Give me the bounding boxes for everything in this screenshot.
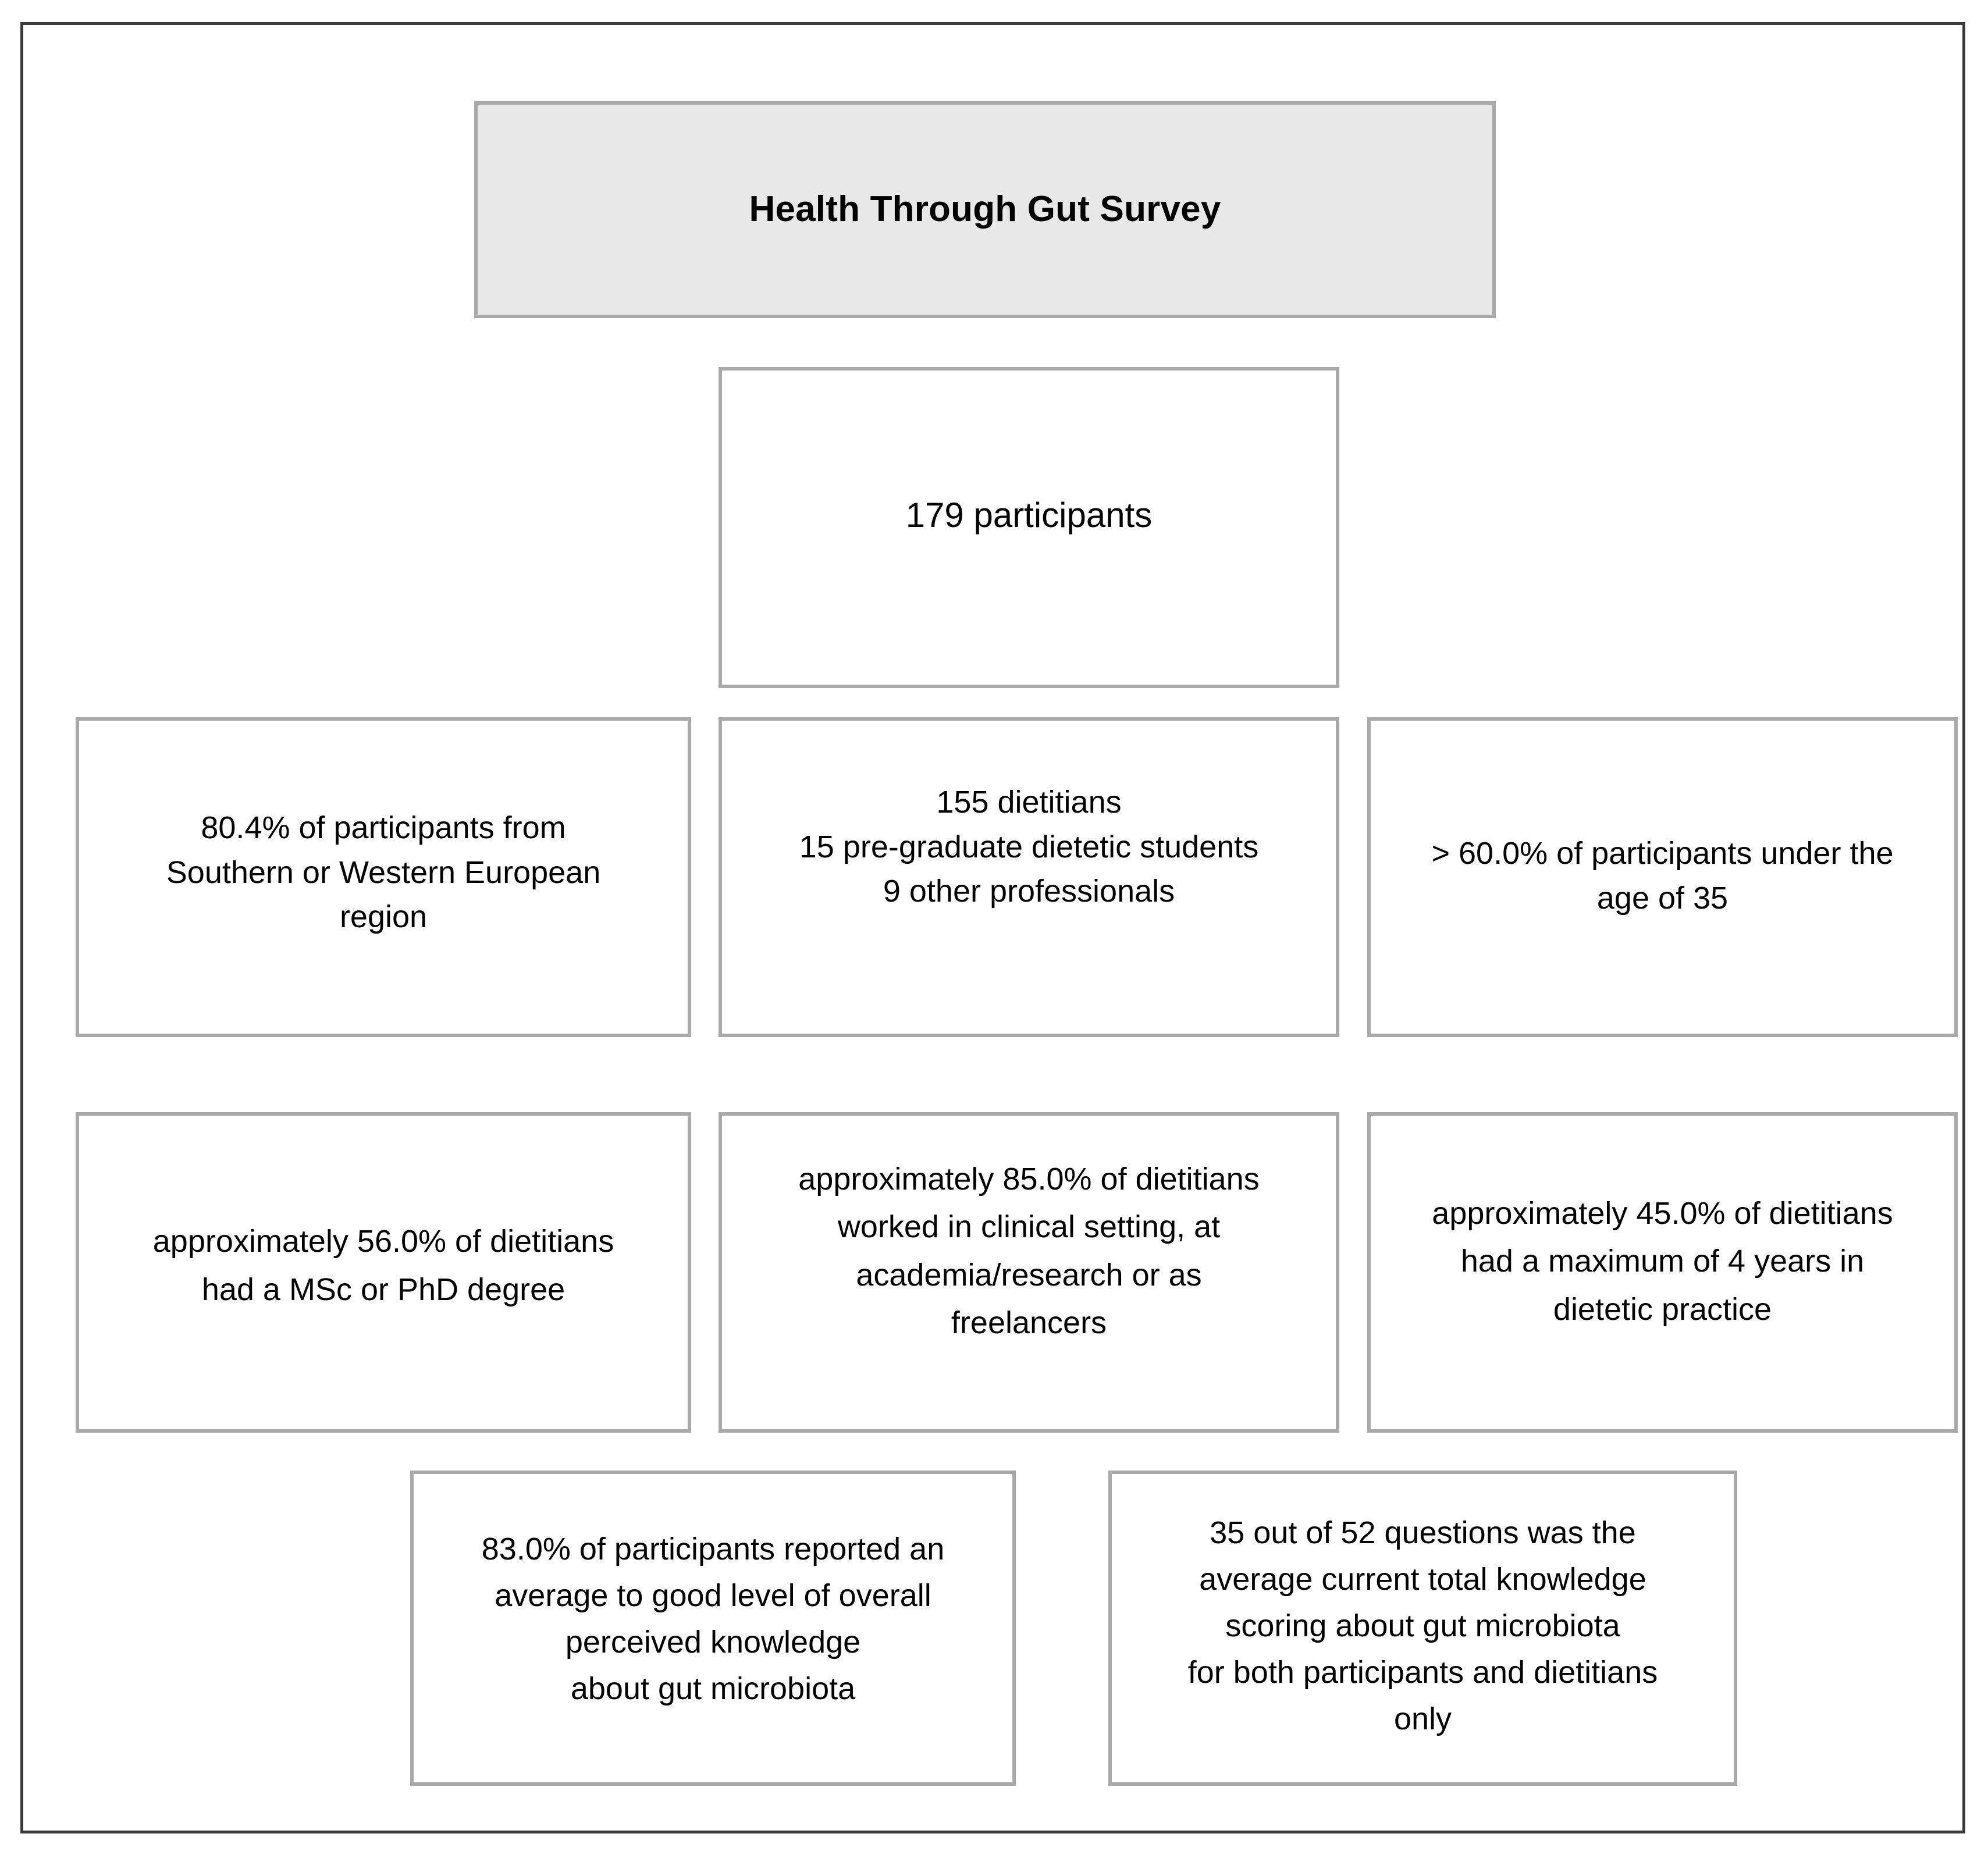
setting-line-3: academia/research or as (856, 1257, 1202, 1293)
age-line-2: age of 35 (1596, 881, 1729, 916)
degree-line-1: approximately 56.0% of dietitians (152, 1224, 614, 1259)
participant-age-text: > 60.0% of participants under the age of… (1371, 831, 1954, 923)
knowledge-score-box: 35 out of 52 questions was the average c… (1108, 1471, 1737, 1786)
perceived-line-4: about gut microbiota (570, 1671, 856, 1706)
perceived-line-2: average to good level of overall (495, 1578, 931, 1614)
participant-roles-text: 155 dietitians 15 pre-graduate dietetic … (722, 780, 1336, 974)
knowledge-score-text: 35 out of 52 questions was the average c… (1112, 1510, 1734, 1746)
survey-title-text: Health Through Gut Survey (478, 188, 1492, 231)
dietitian-experience-text: approximately 45.0% of dietitians had a … (1371, 1190, 1954, 1355)
roles-line-2: 15 pre-graduate dietetic students (799, 829, 1259, 864)
score-line-4: for both participants and dietitians (1187, 1654, 1658, 1690)
participants-line-1: 179 participants (905, 495, 1153, 535)
survey-title-box: Health Through Gut Survey (474, 101, 1496, 318)
experience-line-2: had a maximum of 4 years in (1460, 1244, 1865, 1279)
roles-line-3: 9 other professionals (883, 874, 1175, 909)
setting-line-2: worked in clinical setting, at (837, 1209, 1221, 1245)
perceived-line-3: perceived knowledge (565, 1625, 861, 1660)
score-line-1: 35 out of 52 questions was the (1210, 1515, 1636, 1551)
participant-region-box: 80.4% of participants from Southern or W… (76, 717, 691, 1037)
perceived-knowledge-box: 83.0% of participants reported an averag… (410, 1471, 1016, 1786)
title-line: Health Through Gut Survey (749, 189, 1221, 230)
figure-outer-frame: Health Through Gut Survey 179 participan… (20, 22, 1965, 1833)
total-participants-text: 179 participants (722, 493, 1336, 562)
setting-line-1: approximately 85.0% of dietitians (798, 1162, 1260, 1197)
participant-roles-box: 155 dietitians 15 pre-graduate dietetic … (719, 717, 1339, 1037)
participant-region-text: 80.4% of participants from Southern or W… (79, 806, 688, 949)
region-line-1: 80.4% of participants from (201, 810, 566, 845)
roles-line-1: 155 dietitians (936, 784, 1122, 820)
setting-line-4: freelancers (951, 1305, 1107, 1340)
perceived-line-1: 83.0% of participants reported an (481, 1532, 945, 1567)
region-line-2: Southern or Western European (166, 854, 601, 890)
experience-line-3: dietetic practice (1553, 1291, 1772, 1327)
score-line-3: scoring about gut microbiota (1225, 1608, 1620, 1644)
dietitian-degree-text: approximately 56.0% of dietitians had a … (79, 1217, 688, 1327)
dietitian-work-setting-text: approximately 85.0% of dietitians worked… (722, 1155, 1336, 1389)
region-line-3: region (339, 899, 428, 935)
perceived-knowledge-text: 83.0% of participants reported an averag… (414, 1526, 1012, 1730)
experience-line-1: approximately 45.0% of dietitians (1432, 1196, 1893, 1231)
dietitian-work-setting-box: approximately 85.0% of dietitians worked… (719, 1112, 1339, 1433)
score-line-5: only (1393, 1701, 1452, 1736)
score-line-2: average current total knowledge (1199, 1562, 1646, 1597)
participant-age-box: > 60.0% of participants under the age of… (1367, 717, 1958, 1037)
total-participants-box: 179 participants (719, 367, 1339, 688)
dietitian-degree-box: approximately 56.0% of dietitians had a … (76, 1112, 691, 1433)
degree-line-2: had a MSc or PhD degree (201, 1272, 566, 1307)
dietitian-experience-box: approximately 45.0% of dietitians had a … (1367, 1112, 1958, 1433)
age-line-1: > 60.0% of participants under the (1431, 836, 1894, 871)
